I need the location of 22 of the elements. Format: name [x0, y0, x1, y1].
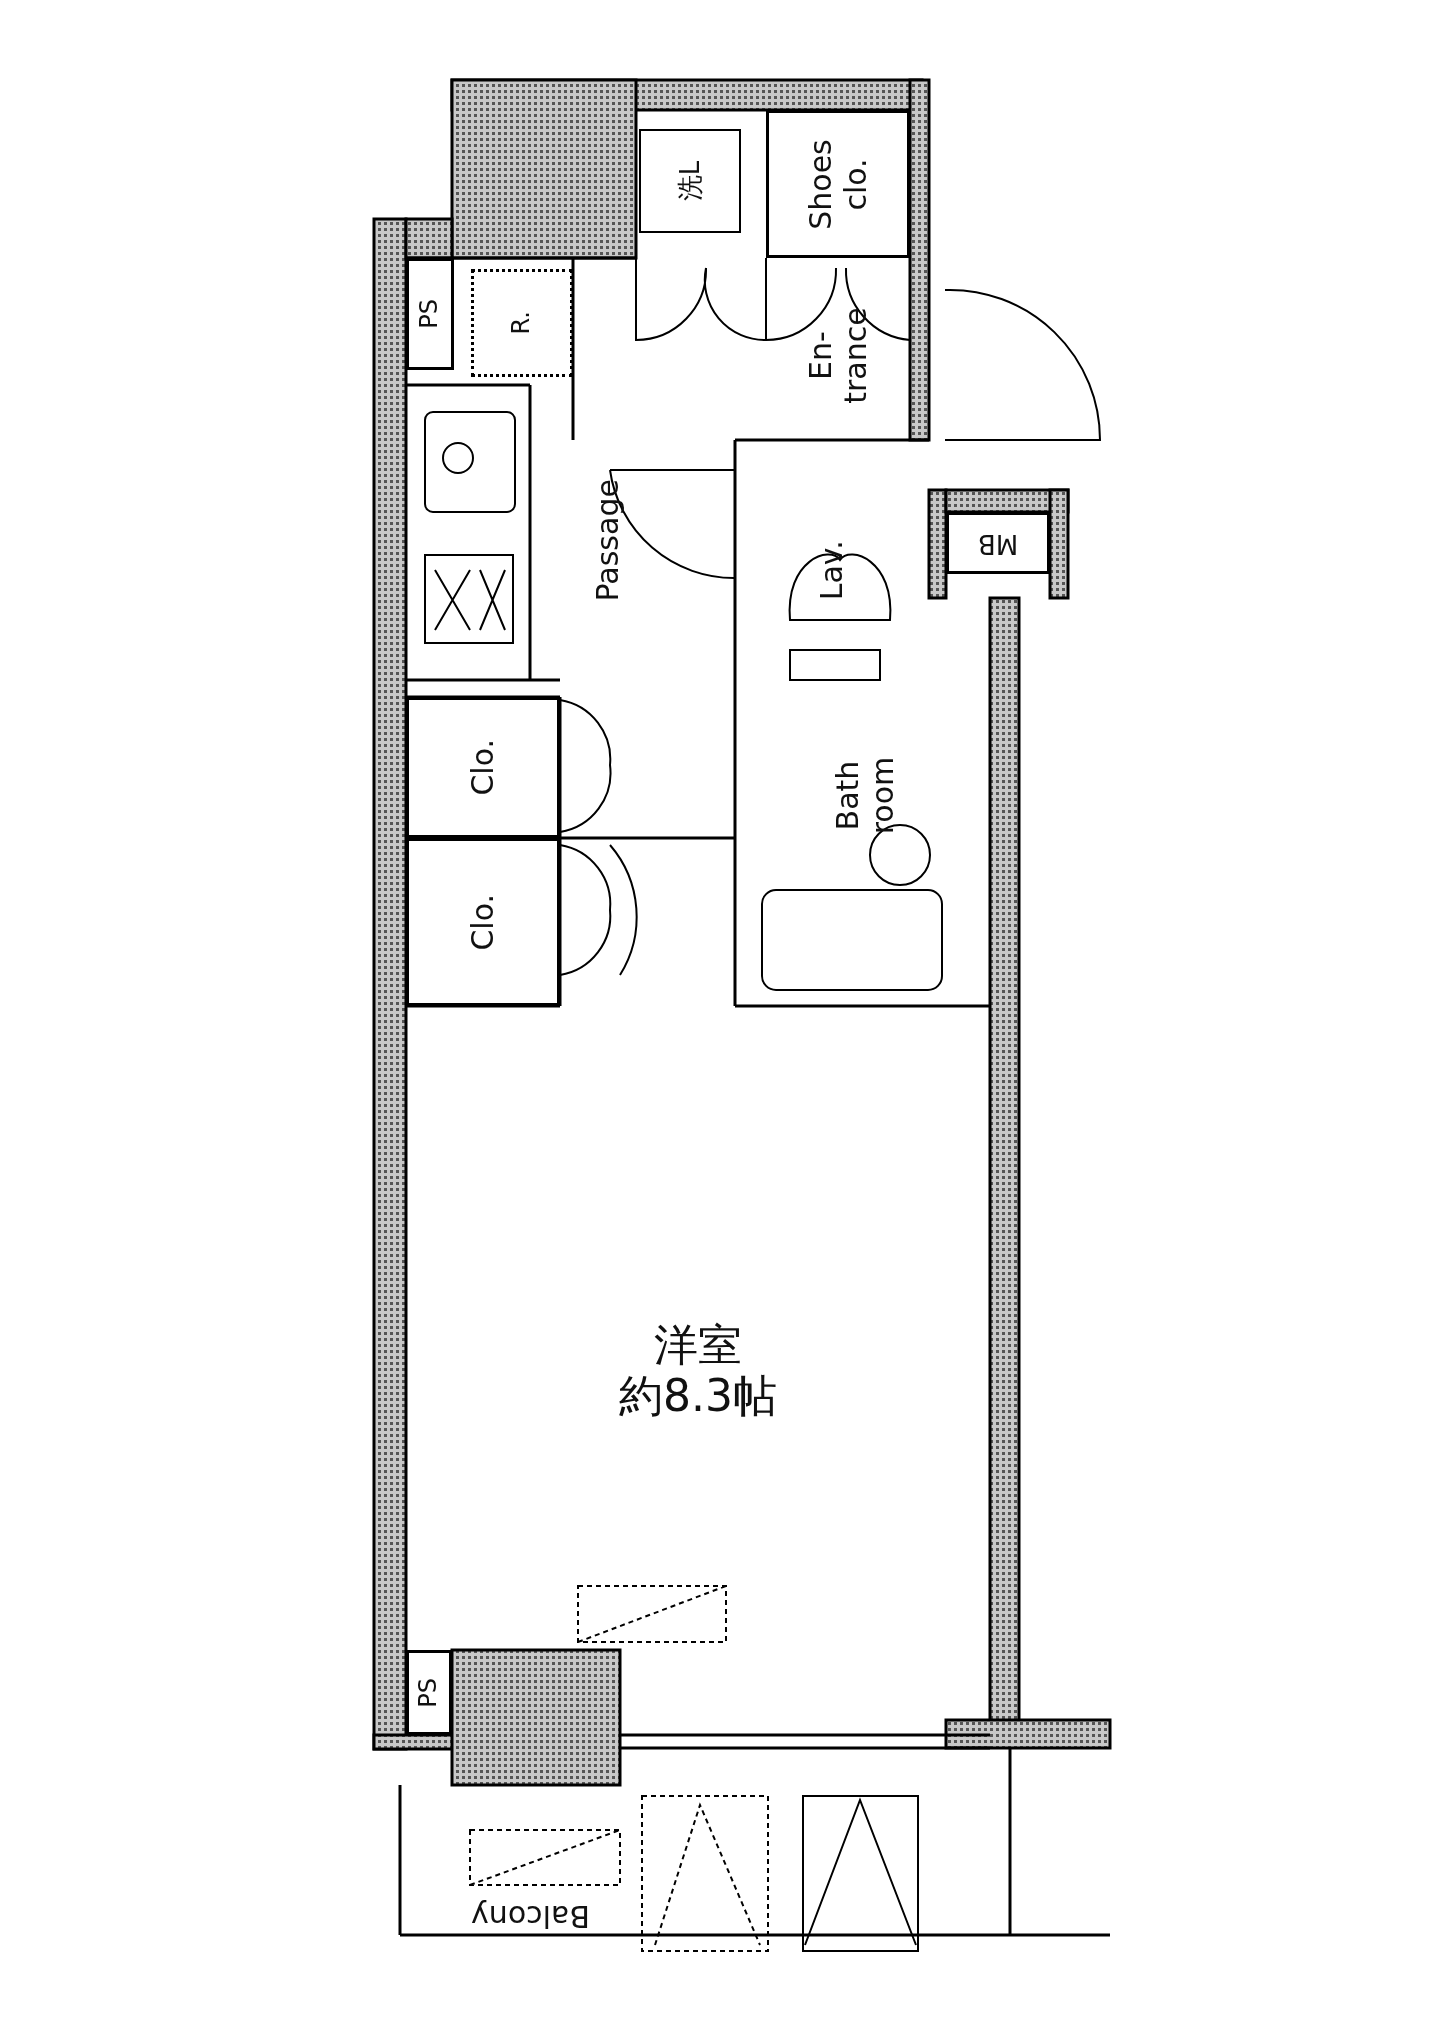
room-label: En- trance	[803, 305, 873, 406]
room-label: R.	[508, 311, 536, 335]
room-label: 約8.3帖	[619, 1370, 777, 1422]
shaft-room	[406, 258, 454, 370]
closet-room	[406, 838, 560, 1006]
room-label: MB	[977, 528, 1019, 558]
room-label: Clo.	[465, 739, 501, 796]
room-label: Shoes clo.	[803, 137, 873, 232]
room-label: PS	[415, 1677, 443, 1708]
closet-room	[766, 110, 910, 258]
room-label: 洋室	[654, 1319, 742, 1371]
room-label: Balcony	[470, 1897, 590, 1933]
meter-box	[946, 512, 1050, 574]
room-label: PS	[416, 299, 444, 329]
shaft-room	[406, 1650, 452, 1735]
closet-room	[406, 697, 560, 838]
room-label: Clo.	[465, 893, 501, 951]
room-label: Bath room	[830, 755, 900, 836]
room-label: Lav.	[814, 539, 850, 601]
room-label: 洗L	[676, 160, 706, 202]
fridge-space	[471, 269, 573, 377]
room-label: Passage	[590, 478, 626, 602]
